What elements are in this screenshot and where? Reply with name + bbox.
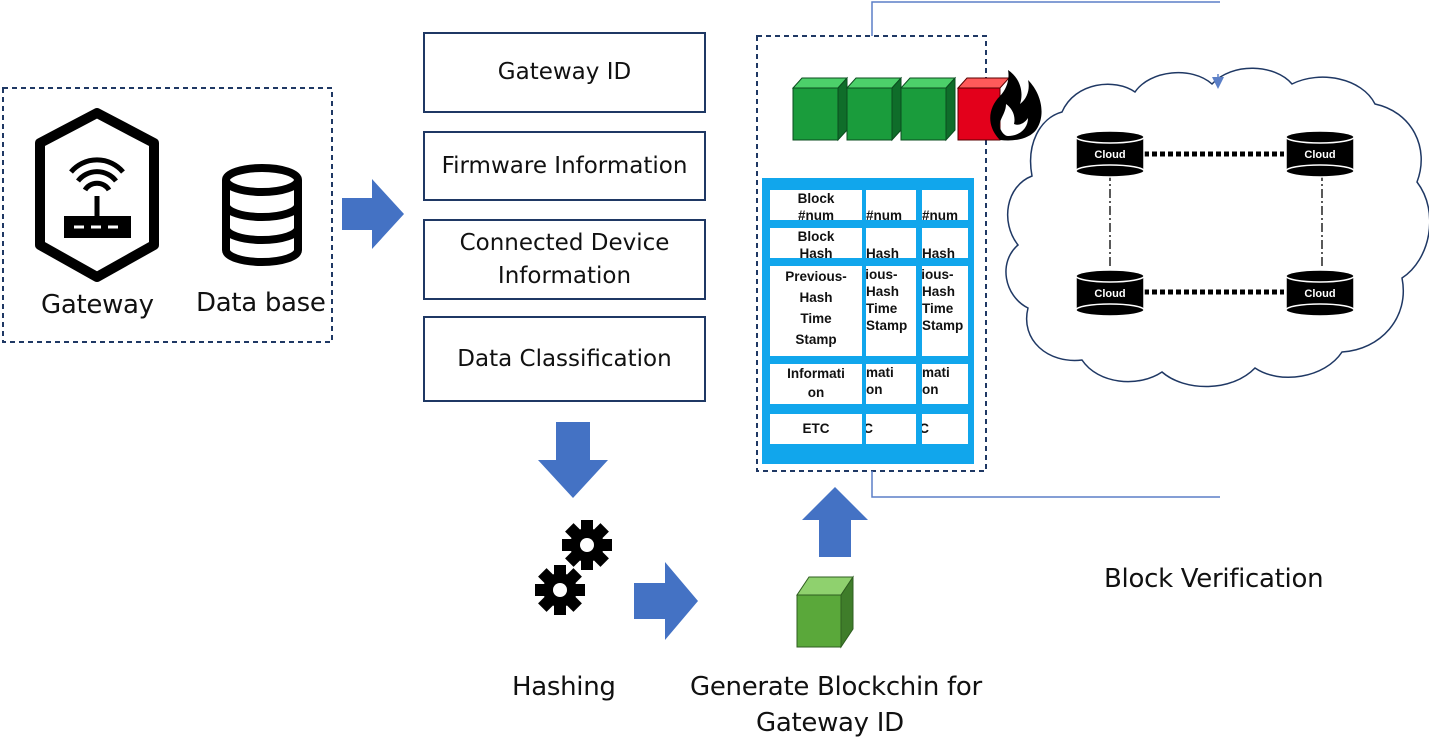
block-field-etc: ETC bbox=[922, 414, 968, 444]
block-field-prev-hash: Previous- Hash Time Stamp bbox=[922, 266, 968, 356]
gateway-icon bbox=[35, 108, 159, 282]
block-column-front: Block #num Block Hash Previous- Hash Tim… bbox=[768, 178, 864, 464]
chain-block-icon bbox=[845, 76, 903, 142]
cloud-node-icon bbox=[1285, 130, 1355, 178]
cloud-shape bbox=[1005, 67, 1429, 388]
block-field-information: Informati on bbox=[922, 364, 968, 404]
cloud-node-label: Cloud bbox=[1094, 149, 1126, 161]
verification-loop bbox=[871, 1, 1224, 498]
cloud-node-icon bbox=[1285, 269, 1355, 317]
info-box-gateway-id: Gateway ID bbox=[423, 32, 706, 113]
hashing-label: Hashing bbox=[512, 672, 616, 702]
cloud-node-icons bbox=[1075, 130, 1355, 317]
block-field-etc: ETC bbox=[770, 414, 862, 444]
block-field-prev-hash: Previous- Hash Time Stamp bbox=[770, 266, 862, 356]
gateway-label: Gateway bbox=[41, 290, 154, 320]
info-box-firmware: Firmware Information bbox=[423, 131, 706, 201]
arrow-up-to-chain bbox=[802, 487, 868, 557]
block-field-hash: Block Hash bbox=[770, 228, 862, 258]
block-field-hash: Block Hash bbox=[866, 228, 916, 258]
gear-icon bbox=[535, 520, 612, 615]
generate-label-line2: Gateway ID bbox=[756, 708, 904, 738]
block-field-information: Informati on bbox=[866, 364, 916, 404]
block-field-hash: Block Hash bbox=[922, 228, 968, 258]
database-label: Data base bbox=[196, 288, 326, 318]
blockchain-cubes bbox=[791, 76, 1011, 142]
block-field-etc: ETC bbox=[866, 414, 916, 444]
fire-icon bbox=[990, 70, 1042, 141]
arrow-down-to-hashing bbox=[538, 422, 608, 498]
info-box-data-classification: Data Classification bbox=[423, 316, 706, 402]
generate-label-line1: Generate Blockchin for bbox=[690, 672, 982, 702]
cloud-node-icon bbox=[1075, 130, 1145, 178]
block-field-information: Informati on bbox=[770, 364, 862, 404]
info-box-text: Gateway ID bbox=[497, 59, 632, 85]
cloud-node-label: Cloud bbox=[1304, 149, 1336, 161]
info-box-text: Data Classification bbox=[457, 345, 672, 372]
chain-block-icon bbox=[791, 76, 849, 142]
info-box-connected-device: Connected Device Information bbox=[423, 219, 706, 300]
arrow-to-info bbox=[342, 179, 404, 249]
info-box-text: Connected Device Information bbox=[459, 229, 670, 289]
block-field-num: Block #num bbox=[922, 190, 968, 220]
verification-label: Block Verification bbox=[1104, 564, 1324, 594]
block-structure-table: Block #num Block Hash Previous- Hash Tim… bbox=[762, 178, 974, 464]
block-field-num: Block #num bbox=[866, 190, 916, 220]
cloud-node-label: Cloud bbox=[1304, 288, 1336, 300]
new-block-icon bbox=[796, 575, 854, 649]
arrow-to-generate bbox=[634, 562, 698, 640]
cloud-node-icon bbox=[1075, 269, 1145, 317]
chain-block-icon bbox=[899, 76, 957, 142]
block-field-prev-hash: Previous- Hash Time Stamp bbox=[866, 266, 916, 356]
block-column-middle: Block #num Block Hash Previous- Hash Tim… bbox=[864, 178, 920, 464]
info-box-text: Firmware Information bbox=[441, 152, 688, 179]
cloud-links bbox=[1144, 151, 1284, 295]
source-panel bbox=[2, 87, 333, 343]
cloud-node-label: Cloud bbox=[1094, 288, 1126, 300]
block-column-back: Block #num Block Hash Previous- Hash Tim… bbox=[920, 178, 970, 464]
block-field-num: Block #num bbox=[770, 190, 862, 220]
database-icon bbox=[222, 164, 302, 266]
